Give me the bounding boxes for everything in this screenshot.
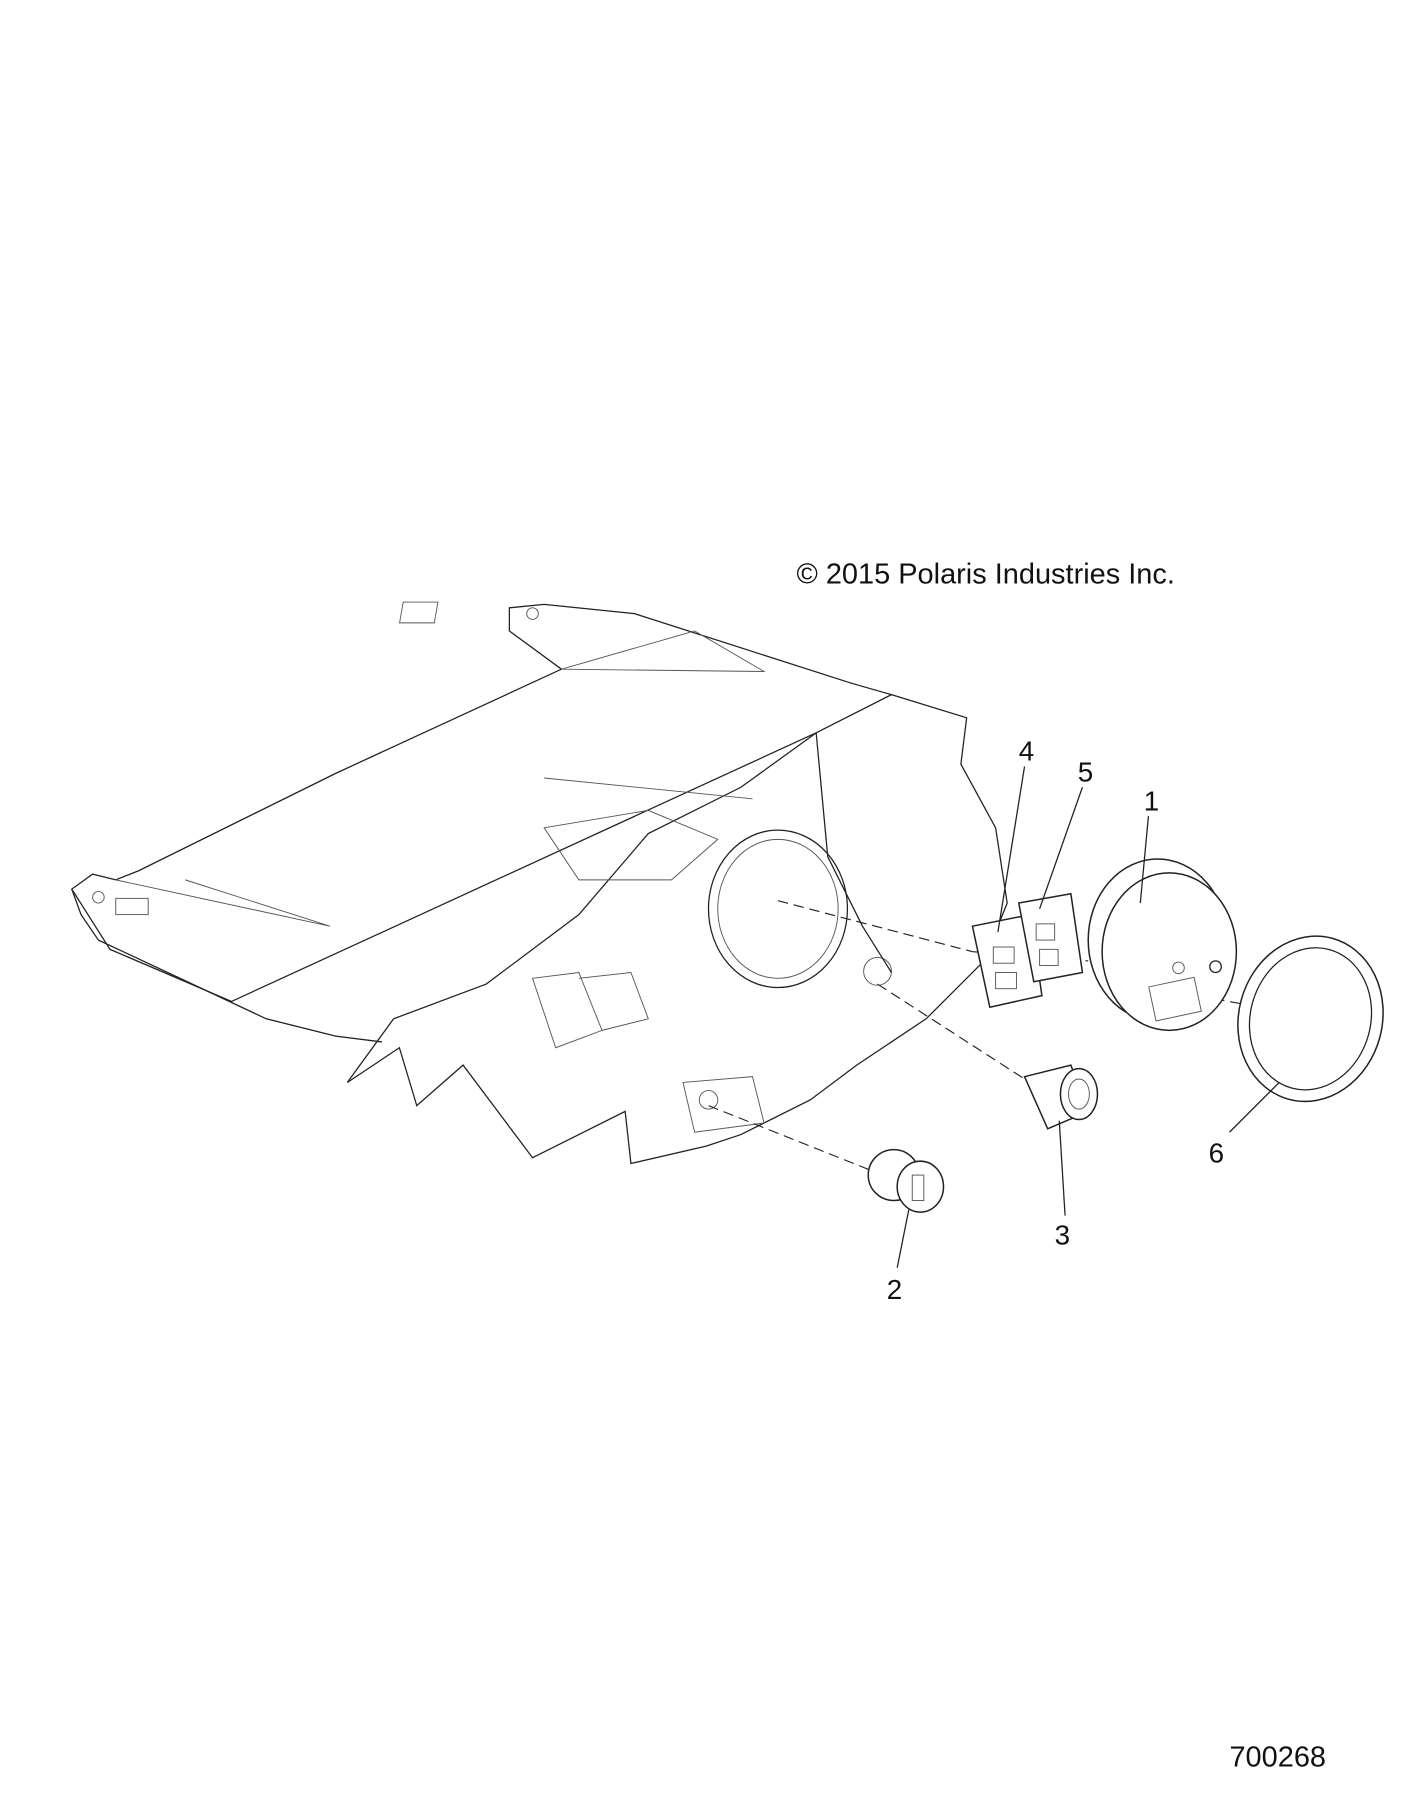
- copyright-text: © 2015 Polaris Industries Inc.: [796, 559, 1174, 591]
- callout-1: 1: [1144, 785, 1159, 816]
- callout-6: 6: [1209, 1137, 1224, 1168]
- callout-2: 2: [887, 1274, 902, 1305]
- callout-4: 4: [1019, 736, 1034, 767]
- callout-5: 5: [1078, 756, 1093, 787]
- part-6-gauge-bezel: [1237, 935, 1384, 1103]
- part-5-rocker-switch: [1017, 892, 1084, 983]
- callout-3: 3: [1055, 1220, 1070, 1251]
- part-2-ignition-switch: [867, 1148, 945, 1213]
- drawing-number: 700268: [1229, 1742, 1326, 1774]
- part-4-rocker-switch: [971, 913, 1043, 1009]
- callout-labels: 1 2 3 4 5 6: [887, 736, 1224, 1305]
- dashboard-panel: [70, 601, 1008, 1165]
- gauge-opening: [707, 829, 849, 989]
- part-1-gauge: [1087, 858, 1238, 1032]
- callout-leaders: [896, 766, 1280, 1268]
- part-3-power-outlet: [1023, 1064, 1099, 1130]
